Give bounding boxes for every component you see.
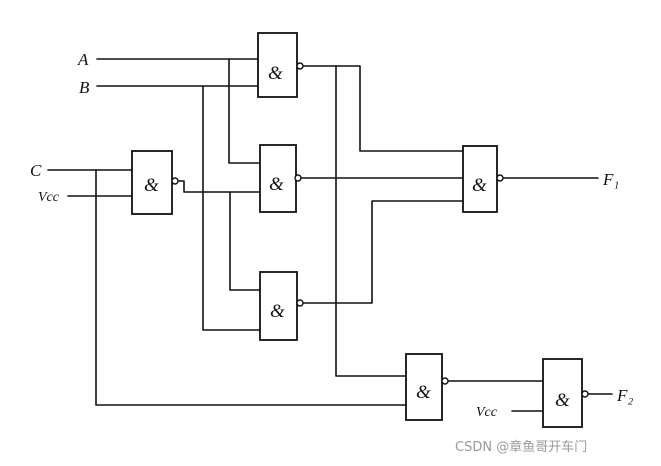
wires <box>47 58 613 412</box>
gate-not-c-symbol: & <box>144 175 159 196</box>
wire-notc-down <box>229 191 261 291</box>
gate-f2: & <box>542 358 589 428</box>
gate-bottom: & <box>259 271 304 341</box>
wire-b-tap <box>202 85 261 331</box>
gate-not-c: & <box>131 150 179 215</box>
wire-a-tap <box>228 58 261 164</box>
labels: A B C Vcc Vcc F₁ F₂ <box>30 50 633 420</box>
wire-c-branch <box>95 169 407 406</box>
wire-bot-out <box>301 200 464 304</box>
gate-bottom-symbol: & <box>270 301 285 322</box>
wire-top-out <box>301 65 464 152</box>
input-label-vcc2: Vcc <box>476 405 498 420</box>
output-label-f1: F₁ <box>602 170 619 189</box>
gate-top: & <box>257 32 304 98</box>
input-label-b: B <box>79 78 90 97</box>
wire-top-branch <box>335 65 407 377</box>
wire-notc <box>176 180 261 193</box>
gate-top-symbol: & <box>268 63 283 84</box>
gate-low-symbol: & <box>416 382 431 403</box>
watermark: CSDN @章鱼哥开车门 <box>455 439 587 455</box>
input-label-vcc1: Vcc <box>38 190 60 205</box>
gate-f1-symbol: & <box>472 175 487 196</box>
gate-low: & <box>405 353 449 421</box>
gate-middle: & <box>259 144 302 213</box>
gate-middle-symbol: & <box>269 174 284 195</box>
input-label-a: A <box>77 50 89 69</box>
input-label-c: C <box>30 161 42 180</box>
gate-f1: & <box>462 145 504 213</box>
output-label-f2: F₂ <box>616 386 633 405</box>
gate-f2-symbol: & <box>555 390 570 411</box>
